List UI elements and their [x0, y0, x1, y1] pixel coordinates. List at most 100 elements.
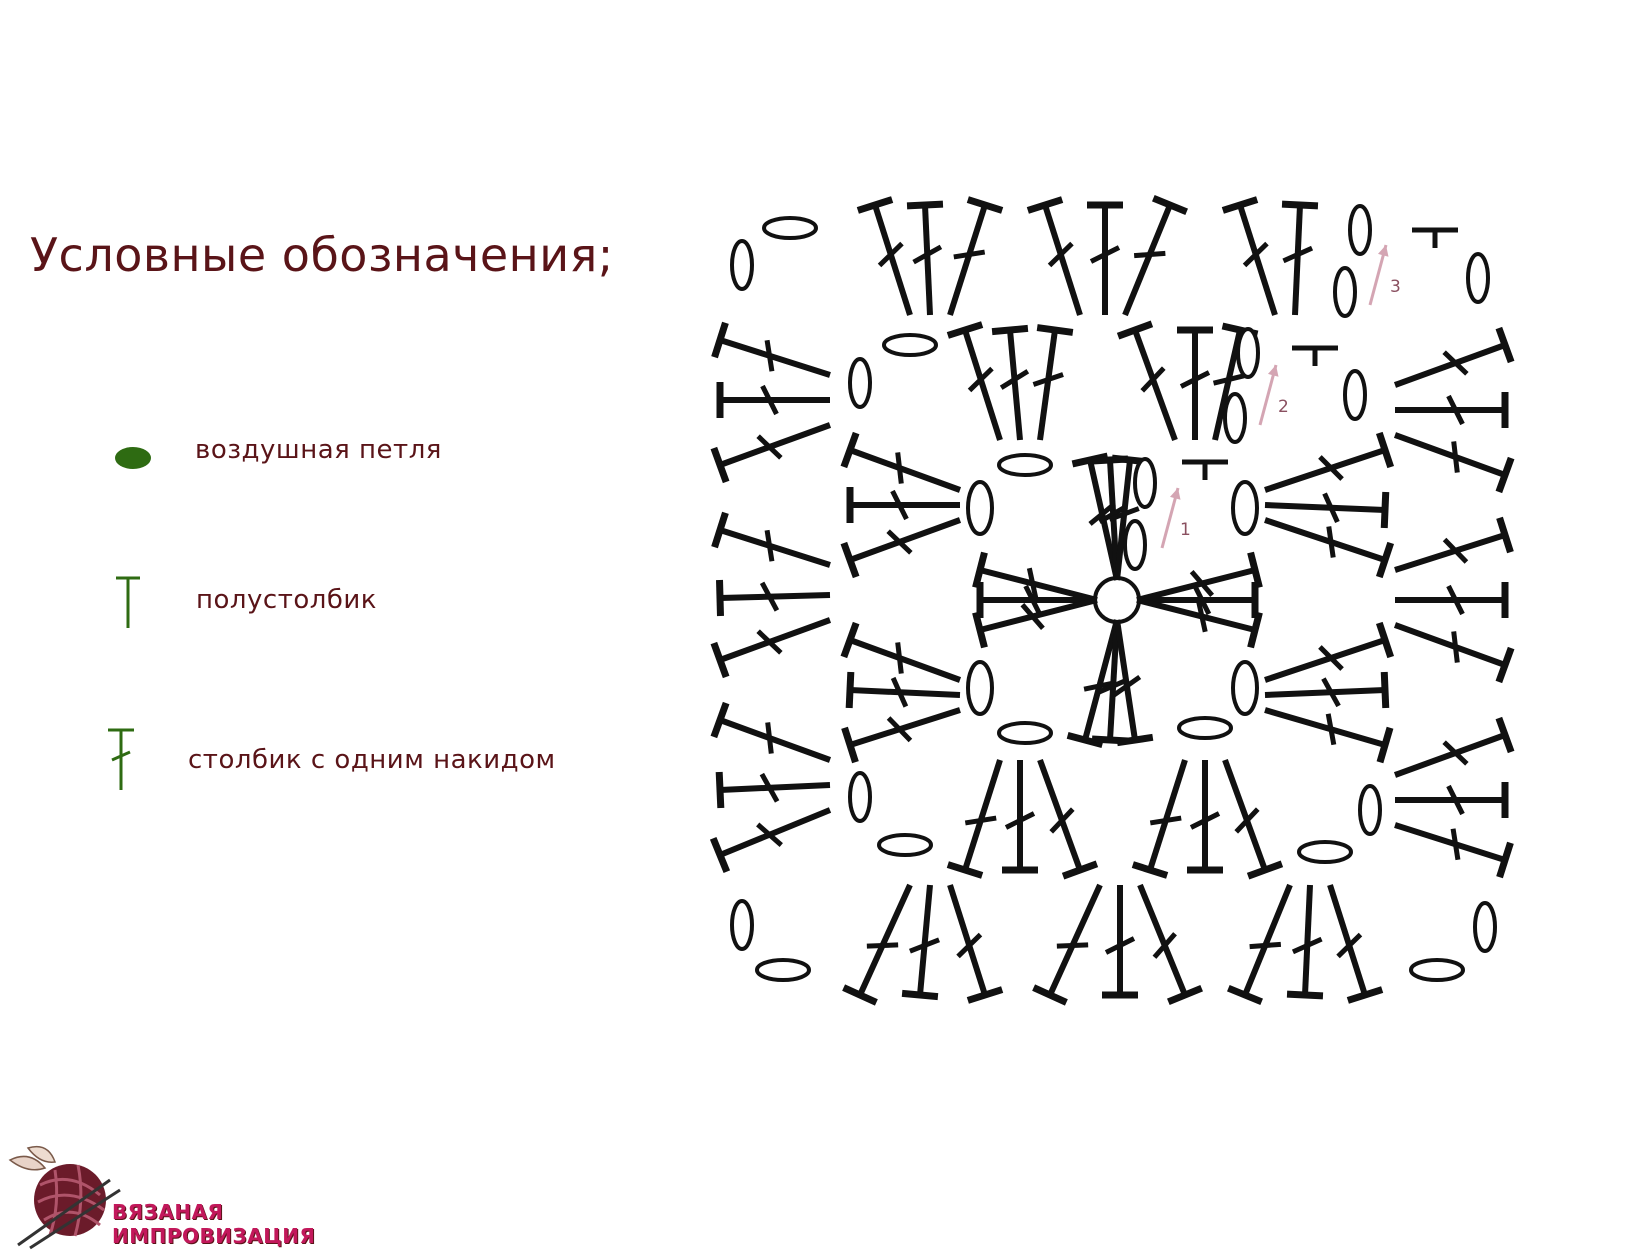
double-crochet-stitch — [976, 582, 1097, 618]
double-crochet-stitch — [845, 671, 961, 709]
stitch-stroke — [1140, 366, 1166, 393]
double-crochet-stitch — [1264, 431, 1395, 493]
double-crochet-stitch — [715, 771, 831, 809]
stitch-stroke — [718, 807, 832, 858]
stitch-stroke — [845, 671, 855, 709]
row-marker-number: 3 — [1390, 277, 1401, 297]
double-crochet-stitch — [1227, 883, 1293, 1006]
stitch-stroke — [1393, 622, 1507, 668]
stitch-stroke — [710, 446, 730, 484]
double-crochet-stitch — [1393, 326, 1515, 388]
stitch-stroke — [979, 567, 1098, 603]
double-crochet-stitch — [1002, 760, 1038, 874]
double-crochet-stitch — [1087, 201, 1123, 315]
stitch-stroke — [1032, 372, 1064, 387]
stitch-stroke — [842, 984, 878, 1006]
stitch-stroke — [1234, 807, 1260, 834]
stitch-stroke — [1037, 329, 1058, 441]
stitch-stroke — [1107, 619, 1120, 741]
chain-stitch — [1409, 958, 1465, 982]
stitch-stroke — [1061, 860, 1099, 880]
chain-stitch — [730, 899, 754, 951]
double-crochet-stitch — [1187, 760, 1223, 874]
row-marker-number: 2 — [1278, 397, 1289, 417]
chain-stitch — [966, 480, 994, 536]
stitch-stroke — [1393, 342, 1507, 388]
double-crochet-icon — [108, 728, 134, 790]
stitch-stroke — [710, 641, 730, 679]
stitch-stroke — [1116, 320, 1154, 340]
stitch-stroke — [999, 369, 1030, 390]
double-crochet-stitch — [1393, 716, 1515, 778]
double-crochet-stitch — [711, 511, 831, 568]
double-crochet-stitch — [1264, 517, 1395, 579]
stitch-stroke — [759, 581, 780, 612]
stitch-stroke — [716, 579, 724, 617]
stitch-stroke — [1446, 784, 1465, 816]
double-crochet-stitch — [716, 579, 831, 617]
stitch-stroke — [1376, 726, 1394, 764]
stitch-stroke — [1167, 984, 1203, 1006]
stitch-stroke — [856, 196, 894, 214]
stitch-stroke — [1393, 732, 1507, 778]
stitch-stroke — [1237, 204, 1278, 316]
stitch-stroke — [1442, 350, 1469, 376]
chain-stitch — [1177, 716, 1233, 740]
stitch-stroke — [1247, 551, 1263, 589]
double-crochet-stitch — [1264, 621, 1395, 683]
stitch-stroke — [719, 782, 831, 793]
chain-stitch — [1223, 392, 1247, 444]
double-crochet-stitch — [946, 321, 1003, 441]
legend-item-hdc: полустолбик — [100, 576, 500, 660]
double-crochet-stitch — [1222, 758, 1284, 880]
stitch-stroke — [1292, 204, 1303, 316]
stitch-stroke — [1321, 677, 1341, 708]
stitch-stroke — [1247, 611, 1263, 649]
stitch-stroke — [710, 701, 730, 739]
double-crochet-stitch — [1394, 822, 1514, 879]
stitch-stroke — [1286, 990, 1324, 1000]
stitch-stroke — [1442, 740, 1469, 766]
chain-stitch — [762, 216, 818, 240]
stitch-stroke — [947, 204, 988, 316]
double-crochet-stitch — [972, 551, 1098, 603]
double-crochet-stitch — [711, 321, 831, 378]
stitch-stroke — [840, 621, 860, 659]
double-crochet-stitch — [1136, 597, 1263, 649]
stitch-stroke — [1496, 841, 1514, 879]
stitch-stroke — [1049, 807, 1075, 834]
chain-stitch — [997, 453, 1053, 477]
stitch-stroke — [1322, 492, 1340, 524]
stitch-stroke — [1394, 822, 1506, 863]
yarn-ball-logo-icon — [8, 1145, 121, 1250]
double-crochet-stitch — [1037, 758, 1099, 880]
stitch-stroke — [1375, 431, 1395, 469]
stitch-stroke — [1242, 883, 1293, 997]
stitch-stroke — [967, 366, 994, 393]
chain-stitch — [882, 333, 938, 357]
double-crochet-stitch — [841, 707, 961, 764]
stitch-stroke — [1336, 932, 1363, 959]
chain-stitch — [997, 721, 1053, 745]
double-crochet-stitch — [716, 382, 830, 418]
stitch-stroke — [1302, 884, 1313, 996]
double-crochet-stitch — [1395, 392, 1509, 428]
stitch-stroke — [1227, 984, 1263, 1006]
double-crochet-stitch — [710, 422, 832, 484]
stitch-stroke — [1495, 716, 1515, 754]
stitch-stroke — [719, 592, 831, 601]
double-crochet-stitch — [1032, 883, 1103, 1006]
stitch-stroke — [1004, 811, 1036, 830]
stitch-stroke — [764, 529, 775, 562]
chain-stitch — [730, 239, 754, 291]
stitch-stroke — [711, 321, 729, 359]
double-crochet-stitch — [1395, 582, 1509, 618]
chain-stitch — [1333, 266, 1357, 318]
row-marker-arrowhead — [1267, 365, 1279, 377]
stitch-stroke — [840, 541, 860, 579]
stitch-stroke — [1020, 603, 1045, 630]
stitch-stroke — [1152, 932, 1177, 959]
stitch-stroke — [765, 722, 774, 754]
stitch-stroke — [1346, 986, 1384, 1004]
stitch-stroke — [1212, 373, 1245, 386]
